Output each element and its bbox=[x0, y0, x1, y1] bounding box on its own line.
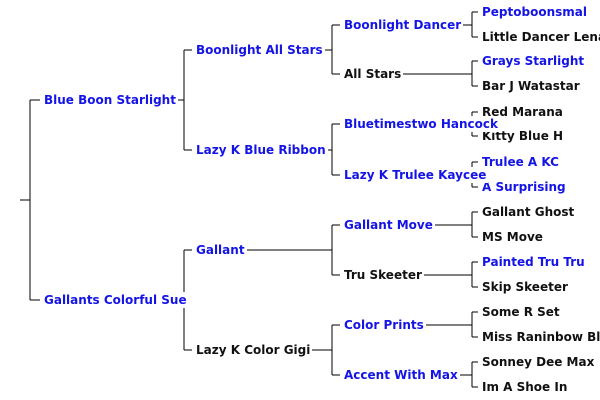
horse-name-pedigree-dam-sire-dam: Tru Skeeter bbox=[342, 267, 424, 283]
horse-link-pedigree-dam[interactable]: Gallants Colorful Sue bbox=[42, 292, 189, 308]
horse-name-pedigree-dam-sire-dam-dam: Skip Skeeter bbox=[480, 279, 570, 295]
horse-name-pedigree-dam-dam-dam-dam: Im A Shoe In bbox=[480, 379, 570, 395]
horse-link-pedigree-sire-dam-sire[interactable]: Bluetimestwo Hancock bbox=[342, 116, 500, 132]
horse-name-pedigree-sire-dam-sire-sire: Red Marana bbox=[480, 104, 565, 120]
horse-name-pedigree-sire-sire-dam-dam: Bar J Watastar bbox=[480, 78, 582, 94]
horse-name-pedigree-sire-sire-sire-dam: Little Dancer Lena bbox=[480, 29, 600, 45]
horse-name-pedigree-dam-dam-sire-dam: Miss Raninbow Blue bbox=[480, 329, 600, 345]
horse-link-pedigree-sire-sire[interactable]: Boonlight All Stars bbox=[194, 42, 325, 58]
horse-link-pedigree-sire[interactable]: Blue Boon Starlight bbox=[42, 92, 178, 108]
horse-link-pedigree-sire-sire-sire-sire[interactable]: Peptoboonsmal bbox=[480, 4, 589, 20]
horse-name-pedigree-dam-dam: Lazy K Color Gigi bbox=[194, 342, 313, 358]
horse-name-pedigree-dam-dam-sire-sire: Some R Set bbox=[480, 304, 562, 320]
horse-link-pedigree-sire-sire-dam-sire[interactable]: Grays Starlight bbox=[480, 53, 587, 69]
horse-name-pedigree-sire-sire-dam: All Stars bbox=[342, 66, 404, 82]
horse-name-pedigree-dam-sire-sire-sire: Gallant Ghost bbox=[480, 204, 577, 220]
horse-link-pedigree-sire-dam-dam-dam[interactable]: A Surprising bbox=[480, 179, 568, 195]
horse-link-pedigree-sire-sire-sire[interactable]: Boonlight Dancer bbox=[342, 17, 464, 33]
horse-link-pedigree-dam-dam-dam[interactable]: Accent With Max bbox=[342, 367, 460, 383]
horse-name-pedigree-dam-dam-dam-sire: Sonney Dee Max bbox=[480, 354, 597, 370]
horse-name-pedigree-dam-sire-sire-dam: MS Move bbox=[480, 229, 545, 245]
horse-link-pedigree-dam-sire-dam-sire[interactable]: Painted Tru Tru bbox=[480, 254, 587, 270]
horse-link-pedigree-sire-dam[interactable]: Lazy K Blue Ribbon bbox=[194, 142, 328, 158]
horse-name-pedigree-sire-dam-sire-dam: Kitty Blue H bbox=[480, 128, 566, 144]
horse-link-pedigree-dam-sire-sire[interactable]: Gallant Move bbox=[342, 217, 435, 233]
horse-link-pedigree-dam-sire[interactable]: Gallant bbox=[194, 242, 247, 258]
horse-link-pedigree-sire-dam-dam[interactable]: Lazy K Trulee Kaycee bbox=[342, 167, 489, 183]
horse-link-pedigree-sire-dam-dam-sire[interactable]: Trulee A KC bbox=[480, 154, 561, 170]
horse-link-pedigree-dam-dam-sire[interactable]: Color Prints bbox=[342, 317, 426, 333]
